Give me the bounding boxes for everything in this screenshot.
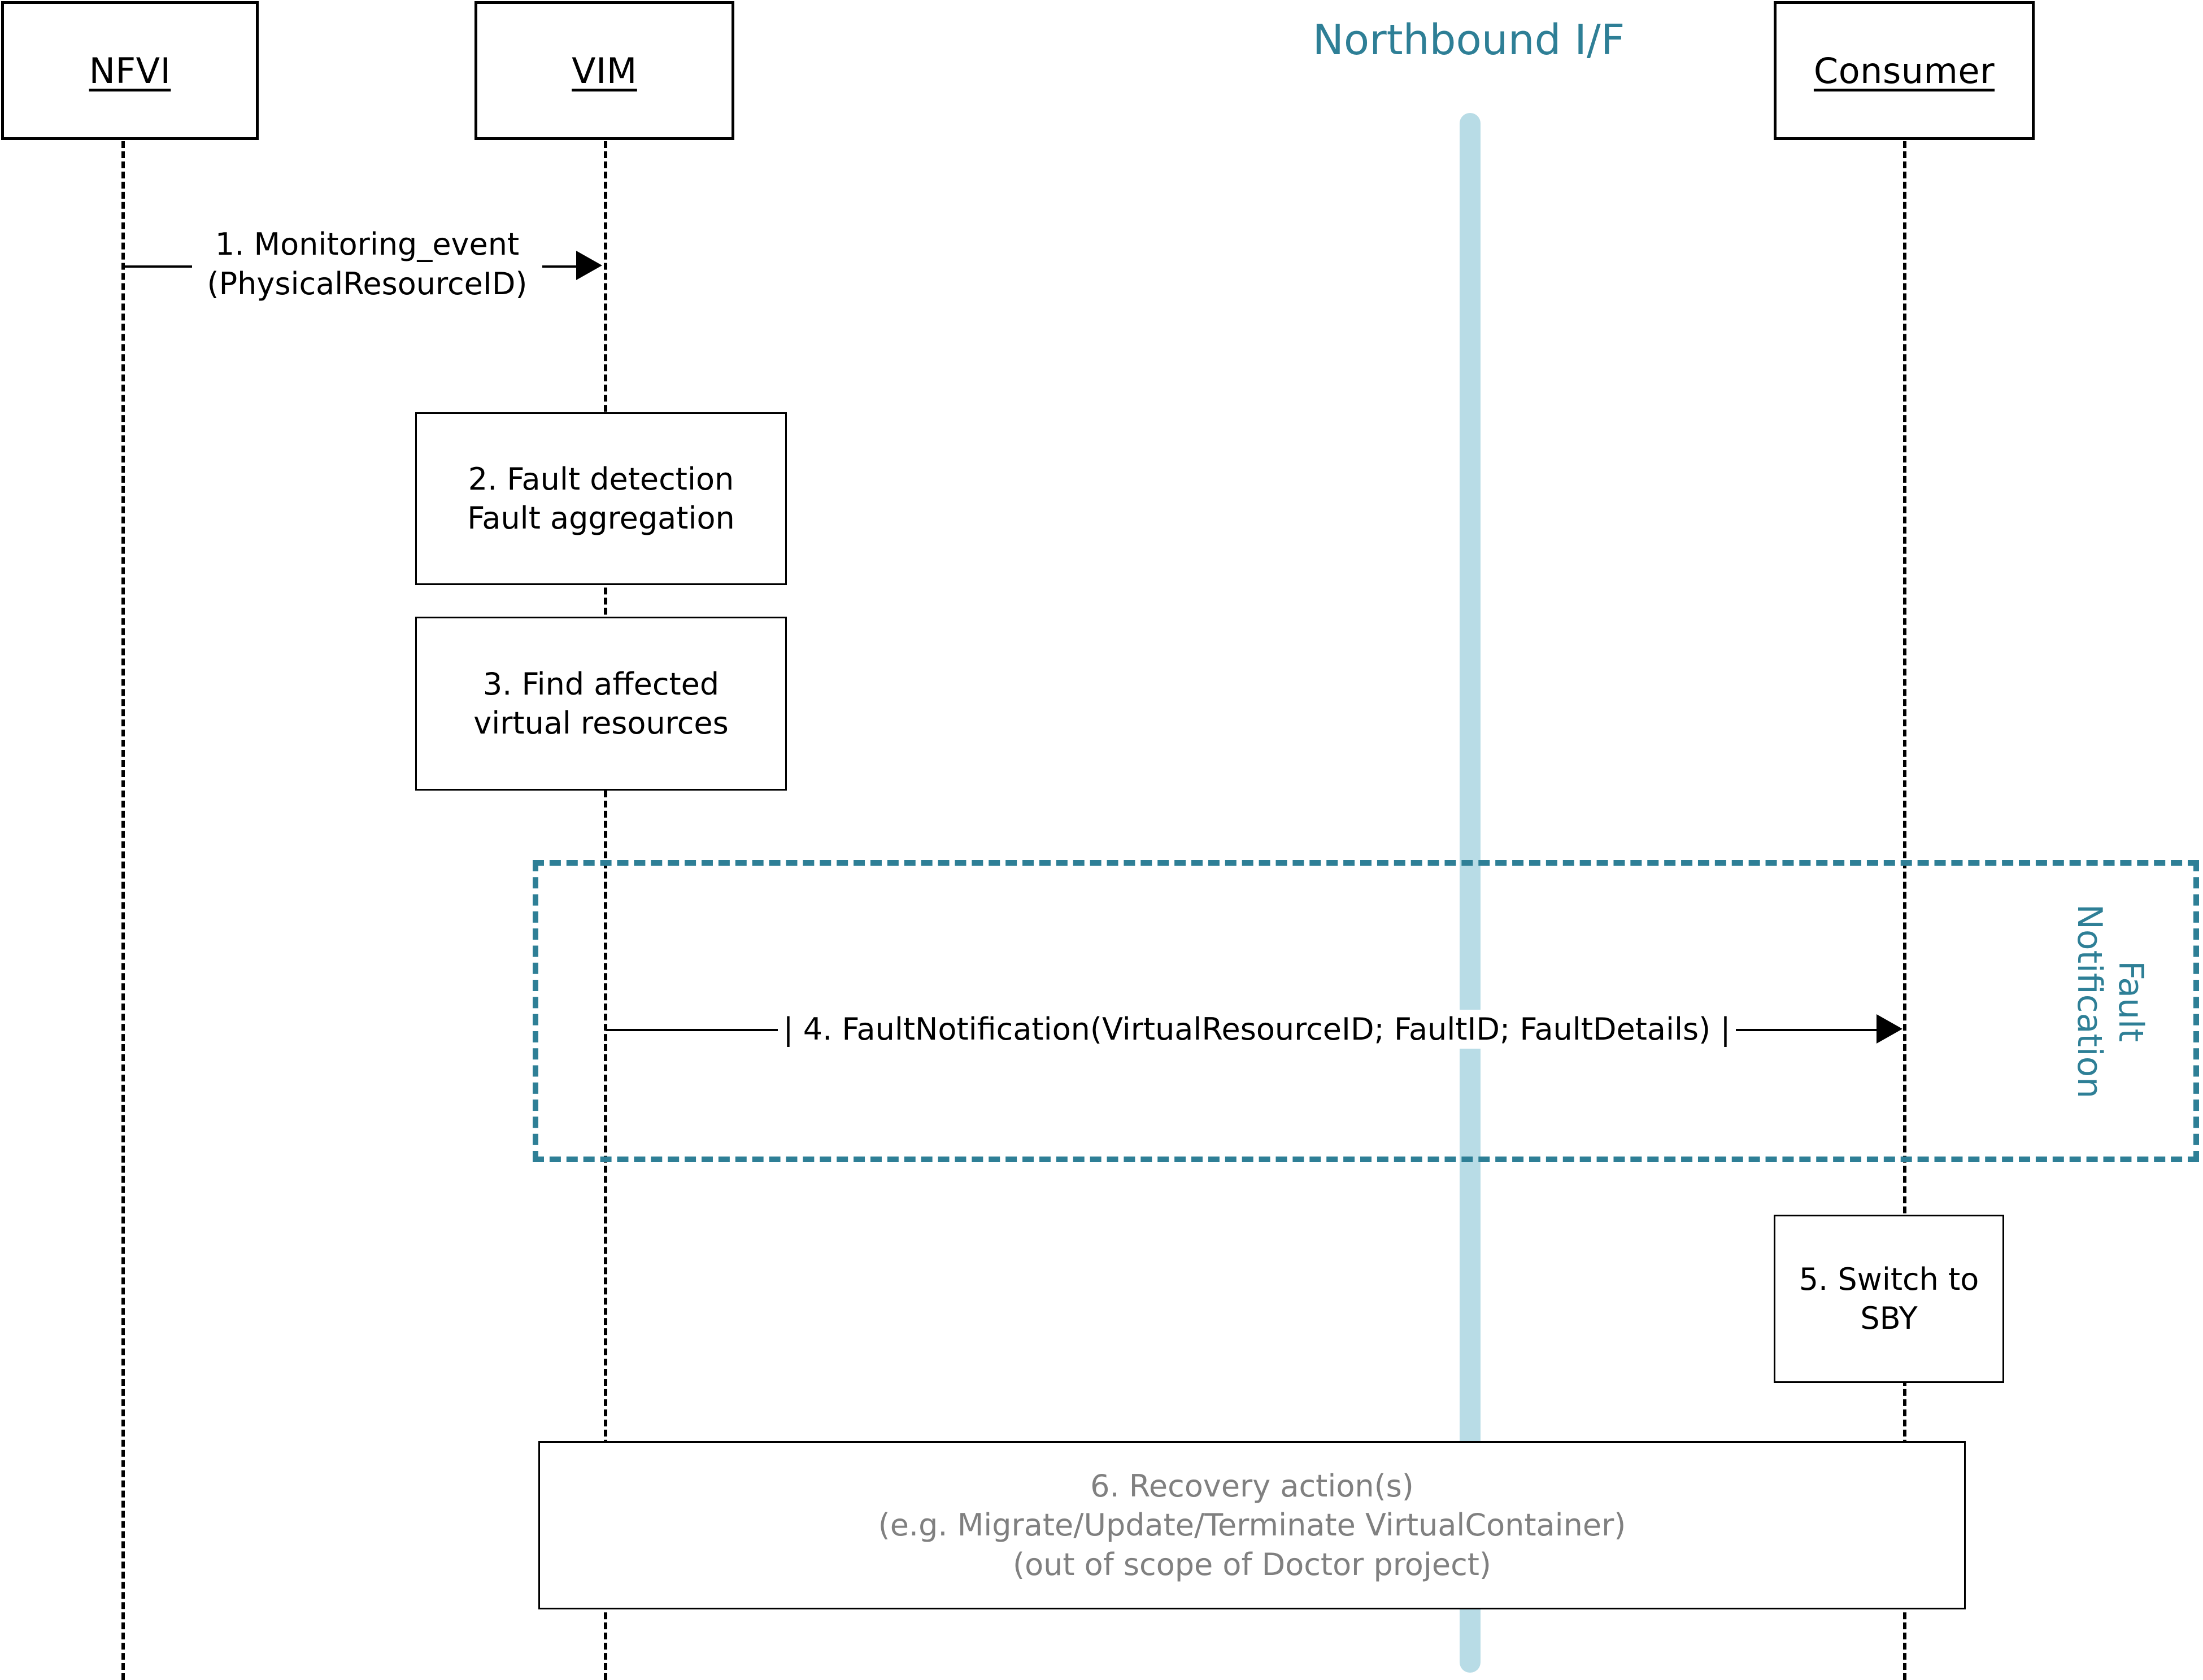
action-box-step3[interactable]: 3. Find affected virtual resources xyxy=(415,617,787,791)
action-box-step3-line2: virtual resources xyxy=(473,705,729,741)
lifeline-consumer xyxy=(1903,141,1906,1680)
fragment-label-line2: Notification xyxy=(2070,904,2109,1099)
participant-label-vim: VIM xyxy=(572,50,637,91)
message-1-label-line2: (PhysicalResourceID) xyxy=(207,266,528,302)
message-1-label: 1. Monitoring_event (PhysicalResourceID) xyxy=(192,225,542,304)
action-box-step2-line2: Fault aggregation xyxy=(467,500,735,536)
fault-notification-fragment-label: Fault Notification xyxy=(2069,888,2151,1114)
message-1-arrowhead xyxy=(576,251,602,280)
message-1-label-line1: 1. Monitoring_event xyxy=(215,226,520,262)
action-box-step2-line1: 2. Fault detection xyxy=(468,461,734,497)
action-box-step6-line1: 6. Recovery action(s) xyxy=(1090,1468,1414,1504)
lifeline-vim xyxy=(604,141,607,1680)
action-box-step5[interactable]: 5. Switch to SBY xyxy=(1774,1215,2004,1383)
northbound-interface-bar xyxy=(1460,113,1481,1673)
action-box-step3-line1: 3. Find affected xyxy=(482,666,720,702)
message-4-label-line1: | 4. FaultNotification(VirtualResourceID… xyxy=(783,1011,1731,1047)
message-4-arrowhead xyxy=(1877,1014,1902,1044)
participant-label-nfvi: NFVI xyxy=(89,50,171,91)
participant-box-vim[interactable]: VIM xyxy=(474,1,734,140)
action-box-step6[interactable]: 6. Recovery action(s) (e.g. Migrate/Upda… xyxy=(538,1441,1966,1609)
participant-label-consumer: Consumer xyxy=(1813,50,1995,91)
action-box-step5-line1: 5. Switch to xyxy=(1799,1261,1979,1297)
action-box-step5-line2: SBY xyxy=(1860,1301,1918,1336)
participant-box-consumer[interactable]: Consumer xyxy=(1774,1,2035,140)
participant-box-nfvi[interactable]: NFVI xyxy=(1,1,259,140)
fragment-label-line1: Fault xyxy=(2111,961,2151,1042)
message-4-label: | 4. FaultNotification(VirtualResourceID… xyxy=(778,1010,1736,1049)
northbound-interface-title: Northbound I/F xyxy=(1312,16,1625,64)
action-box-step6-line3: (out of scope of Doctor project) xyxy=(1013,1546,1491,1582)
action-box-step6-line2: (e.g. Migrate/Update/Terminate VirtualCo… xyxy=(878,1507,1626,1543)
lifeline-nfvi xyxy=(121,141,125,1680)
action-box-step2[interactable]: 2. Fault detection Fault aggregation xyxy=(415,412,787,585)
